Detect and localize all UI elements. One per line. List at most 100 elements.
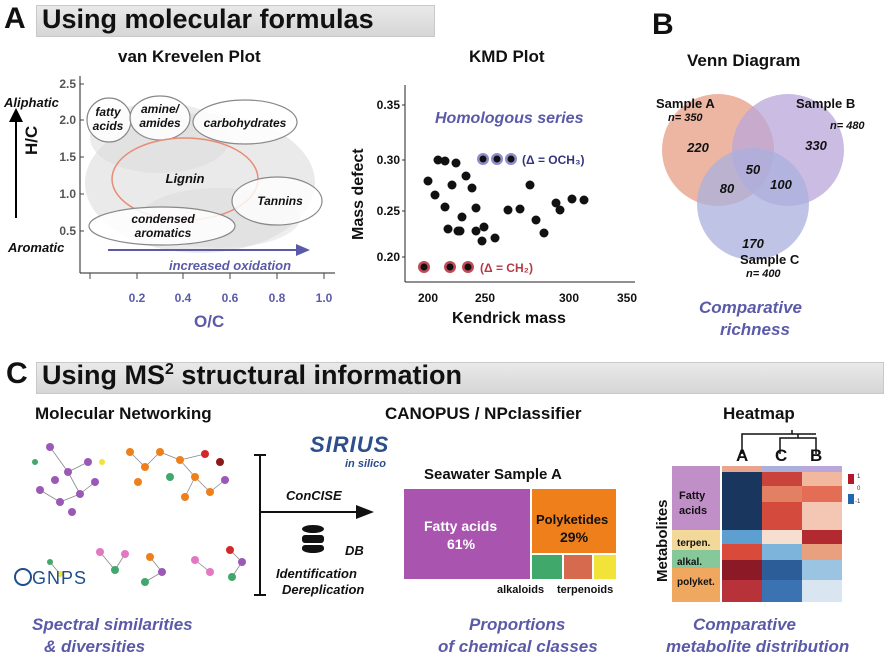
vk-y-ticks: 2.5 2.0 1.5 1.0 0.5 — [59, 77, 76, 238]
network-caption-2: & diversities — [44, 637, 146, 656]
venn-b-value: 330 — [805, 138, 827, 153]
svg-text:0.8: 0.8 — [269, 291, 286, 305]
panel-a-letter: A — [4, 2, 26, 35]
aliphatic-label: Aliphatic — [4, 95, 59, 110]
canopus-caption-2: of chemical classes — [438, 637, 598, 656]
venn-title: Venn Diagram — [687, 51, 801, 70]
venn-ac-value: 80 — [720, 181, 735, 196]
condensed-label-2: aromatics — [135, 226, 192, 240]
carbohydrates-region — [192, 99, 298, 145]
treemap-other — [594, 555, 616, 579]
ch2-series — [418, 261, 474, 273]
van-krevelen-plot: 2.5 2.0 1.5 1.0 0.5 0.2 0.4 0.6 0.8 1.0 … — [9, 76, 335, 305]
fatty-label-1: fatty — [95, 105, 122, 119]
kmd-xlabel: Kendrick mass — [452, 310, 566, 327]
heatmap-group-acids: acids — [679, 505, 708, 517]
venn-ab-value: 50 — [746, 162, 761, 177]
venn-diagram: 220 330 170 50 80 100 — [662, 94, 844, 260]
heatmap-caption-1: Comparative — [693, 615, 796, 634]
fatty-label-2: acids — [93, 119, 124, 133]
dereplication-label: Dereplication — [282, 582, 365, 597]
treemap-fatty-acids — [404, 489, 530, 579]
treemap-terpenoids — [564, 555, 592, 579]
svg-text:300: 300 — [559, 291, 579, 305]
panel-a-banner-text: Using molecular formulas — [42, 4, 374, 34]
sample-c-label: Sample C — [740, 252, 800, 267]
venn-a-value: 220 — [686, 140, 709, 155]
amine-label-2: amides — [139, 116, 181, 130]
sample-c-n: n= 400 — [746, 268, 781, 280]
in-silico-label: in silico — [345, 458, 386, 470]
svg-text:1.0: 1.0 — [316, 291, 333, 305]
canopus-caption-1: Proportions — [469, 615, 566, 634]
venn-caption-2: richness — [720, 320, 790, 339]
svg-text:0.30: 0.30 — [377, 153, 401, 167]
polyketides-percent: 29% — [560, 529, 589, 545]
workflow-arrow — [254, 454, 374, 596]
venn-c-value: 170 — [742, 236, 764, 251]
vk-title: van Krevelen Plot — [118, 47, 261, 66]
carbs-label: carbohydrates — [204, 116, 287, 130]
heatmap-dendrogram — [741, 430, 817, 454]
kmd-plot: 0.35 0.30 0.25 0.20 200 250 300 350 (Δ =… — [377, 85, 637, 305]
kmd-title: KMD Plot — [469, 47, 545, 66]
heatmap-ylabel: Metabolites — [654, 499, 671, 582]
venn-circle-c — [697, 148, 809, 260]
kmd-points — [423, 155, 589, 246]
panel-b-letter: B — [652, 8, 674, 41]
network-title: Molecular Networking — [35, 404, 212, 423]
condensed-label-1: condensed — [131, 212, 195, 226]
och3-label: (Δ = OCH₃) — [522, 153, 585, 167]
amine-label-1: amine/ — [141, 102, 181, 116]
ch2-label: (Δ = CH₂) — [480, 261, 533, 275]
fatty-acids-percent: 61% — [447, 536, 476, 552]
svg-text:350: 350 — [617, 291, 637, 305]
network-caption-1: Spectral similarities — [32, 615, 193, 634]
venn-caption-1: Comparative — [699, 298, 802, 317]
heatmap-group-polyket: polyket. — [677, 577, 715, 588]
vk-x-ticks: 0.2 0.4 0.6 0.8 1.0 — [129, 291, 333, 305]
condensed-aromatics-region — [88, 206, 236, 246]
panel-c-letter: C — [6, 357, 28, 390]
svg-text:2.0: 2.0 — [59, 113, 76, 127]
tannins-label: Tannins — [257, 194, 303, 208]
fatty-acids-label: Fatty acids — [424, 518, 498, 534]
lignin-label: Lignin — [166, 171, 205, 186]
svg-text:1.5: 1.5 — [59, 150, 76, 164]
svg-text:250: 250 — [475, 291, 495, 305]
oxidation-label: increased oxidation — [169, 258, 291, 273]
homologous-series-label: Homologous series — [435, 110, 584, 127]
sirius-logo: SIRIUS — [310, 432, 390, 457]
svg-text:0.25: 0.25 — [377, 204, 401, 218]
terpenoids-label: terpenoids — [557, 584, 614, 596]
svg-text:2.5: 2.5 — [59, 77, 76, 91]
aromatic-label: Aromatic — [8, 240, 65, 255]
heatmap-group-terpen: terpen. — [677, 538, 711, 549]
vk-ylabel: H/C — [22, 125, 41, 155]
heatmap-group-fatty: Fatty — [679, 490, 706, 502]
polyketides-label: Polyketides — [536, 512, 609, 527]
gnps-logo: GNPS — [14, 568, 87, 589]
heatmap-col-c: C — [775, 446, 788, 465]
gnps-icon — [14, 568, 32, 586]
concise-label: ConCISE — [286, 488, 342, 503]
kmd-y-ticks: 0.35 0.30 0.25 0.20 — [377, 98, 401, 264]
treemap-alkaloids — [532, 555, 562, 579]
heatmap-group-alkal: alkal. — [677, 557, 703, 568]
database-icon — [302, 525, 324, 555]
heatmap-title: Heatmap — [723, 404, 795, 423]
svg-text:0.6: 0.6 — [222, 291, 239, 305]
svg-text:-1: -1 — [855, 499, 861, 505]
heatmap-grid: 1 0 -1 — [672, 466, 861, 602]
tannins-region — [231, 176, 323, 226]
canopus-title: CANOPUS / NPclassifier — [385, 404, 582, 423]
svg-text:0.35: 0.35 — [377, 98, 401, 112]
heatmap-col-b: B — [810, 446, 823, 465]
sample-a-n: n= 350 — [668, 112, 703, 124]
sample-a-label: Sample A — [656, 96, 715, 111]
svg-text:1: 1 — [857, 474, 861, 480]
sample-b-n: n= 480 — [830, 120, 865, 132]
kmd-x-ticks: 200 250 300 350 — [418, 291, 637, 305]
panel-c-banner — [36, 362, 884, 394]
svg-text:200: 200 — [418, 291, 438, 305]
